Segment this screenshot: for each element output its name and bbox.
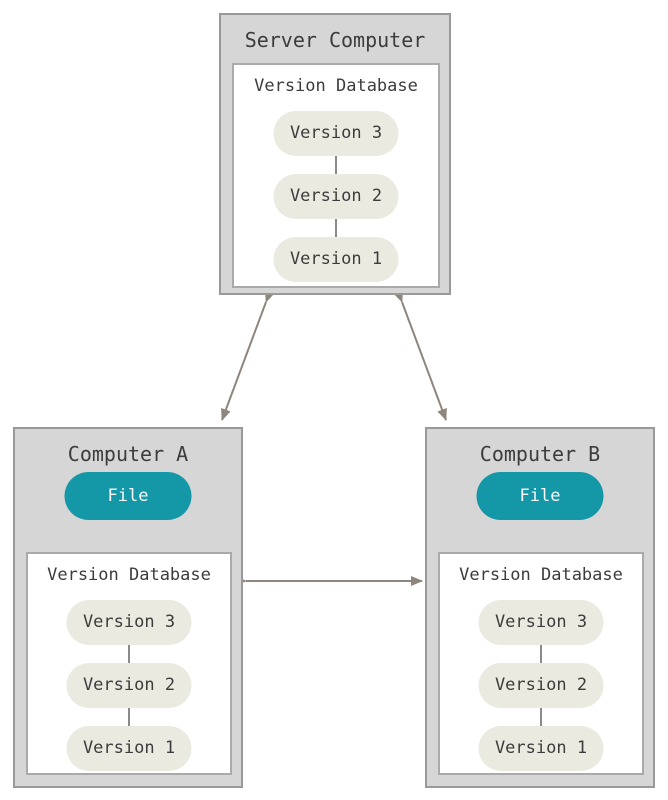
server-version-database-label: Version Database — [254, 76, 418, 96]
version-link — [128, 708, 130, 726]
computer-b-version-2-pill: Version 2 — [478, 663, 604, 708]
computer-b-title: Computer B — [479, 442, 601, 466]
version-link — [540, 645, 542, 663]
arrow-server-to-computer-b — [393, 289, 447, 421]
version-link — [128, 645, 130, 663]
computer-a-version-2-pill: Version 2 — [66, 663, 192, 708]
server-version-1-pill: Version 1 — [273, 237, 399, 282]
computer-a-version-3-pill: Version 3 — [66, 600, 192, 645]
computer-b-version-1-pill: Version 1 — [478, 726, 604, 771]
computer-a-version-database-box: Version Database Version 3 Version 2 Ver… — [26, 552, 232, 775]
computer-a-title: Computer A — [67, 442, 189, 466]
version-link — [540, 708, 542, 726]
computer-a-file-pill: File — [64, 472, 192, 520]
server-version-3-pill: Version 3 — [273, 111, 399, 156]
arrow-server-to-computer-a — [221, 289, 275, 421]
computer-a-box: Computer A File Version Database Version… — [13, 427, 243, 788]
computer-b-box: Computer B File Version Database Version… — [425, 427, 655, 788]
computer-b-version-3-pill: Version 3 — [478, 600, 604, 645]
server-version-database-box: Version Database Version 3 Version 2 Ver… — [232, 63, 440, 288]
computer-a-version-1-pill: Version 1 — [66, 726, 192, 771]
version-link — [335, 219, 337, 237]
computer-b-version-database-box: Version Database Version 3 Version 2 Ver… — [438, 552, 644, 775]
server-computer-title: Server Computer — [244, 28, 426, 52]
computer-b-version-database-label: Version Database — [459, 565, 623, 585]
computer-b-file-pill: File — [476, 472, 604, 520]
computer-a-version-database-label: Version Database — [47, 565, 211, 585]
server-computer-box: Server Computer Version Database Version… — [219, 13, 451, 295]
version-link — [335, 156, 337, 174]
server-version-2-pill: Version 2 — [273, 174, 399, 219]
